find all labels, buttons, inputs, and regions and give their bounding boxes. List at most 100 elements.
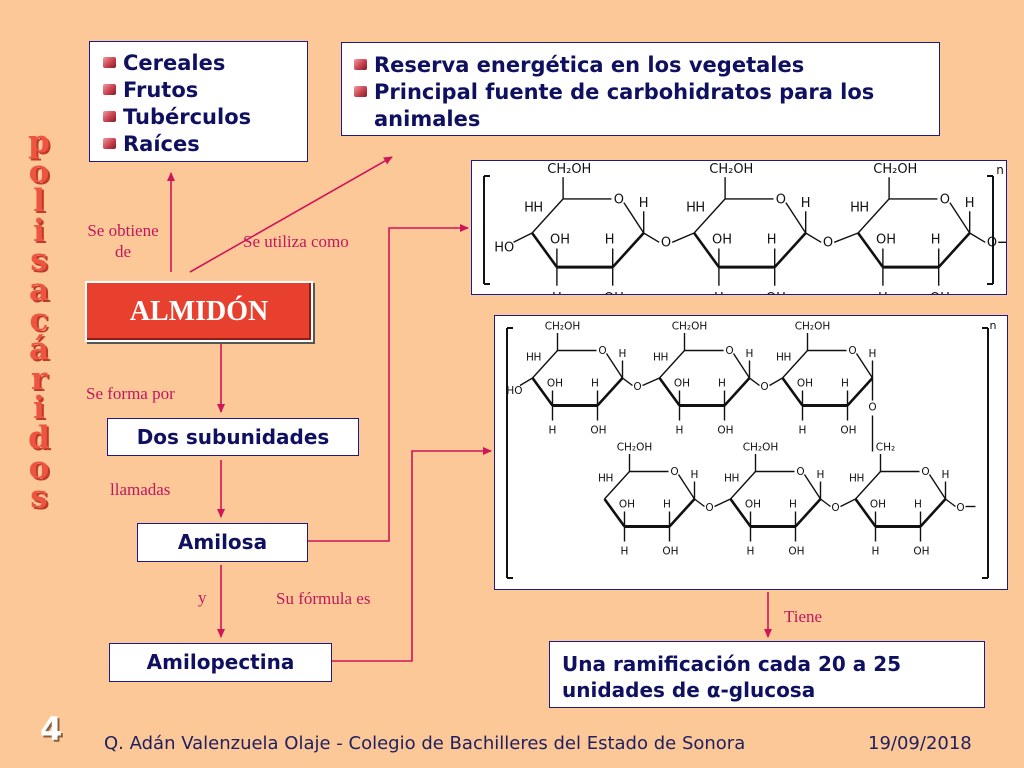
- vertical-title-letter: c: [29, 301, 49, 338]
- bond-line: [714, 498, 731, 508]
- label-se-forma: Se forma por: [86, 384, 175, 403]
- bond-line: [854, 471, 882, 500]
- bond-line: [605, 353, 624, 379]
- bond-line: [805, 232, 822, 243]
- hydrogen-label: H: [605, 233, 615, 248]
- hydrogen-label: H: [869, 348, 877, 360]
- ch2oh-label: CH₂OH: [873, 162, 917, 177]
- hydrogen-label: H: [859, 200, 869, 215]
- hydroxyl-label: OH: [797, 378, 813, 390]
- bond-line: [643, 232, 660, 243]
- ch2oh-label: CH₂OH: [709, 162, 753, 177]
- bullet-icon: [103, 84, 116, 95]
- use-item: Reserva energética en los vegetales: [354, 52, 939, 79]
- hydrogen-label: H: [872, 546, 880, 558]
- hydrogen-label: H: [849, 473, 857, 485]
- hydrogen-label: H: [691, 469, 699, 481]
- hydrogen-label: H: [850, 200, 860, 215]
- ring-oxygen: O: [776, 192, 786, 207]
- bond-line: [781, 350, 809, 379]
- hydrogen-label: H: [724, 473, 732, 485]
- ch2oh-label: CH₂OH: [795, 321, 831, 333]
- vertical-title-letter: i: [33, 212, 45, 249]
- bond-line: [603, 471, 631, 500]
- bond-line: [729, 471, 757, 500]
- hydroxyl-label: OH: [619, 499, 635, 511]
- uses-box: Reserva energética en los vegetales Prin…: [341, 42, 940, 136]
- source-item: Tubérculos: [103, 104, 307, 131]
- hydrogen-label: H: [552, 291, 562, 294]
- almidon-box: ALMIDÓN: [85, 281, 313, 342]
- source-item: Cereales: [103, 50, 307, 77]
- hydrogen-label: H: [598, 473, 606, 485]
- vertical-title-letter: s: [30, 242, 48, 279]
- bond-line: [723, 377, 751, 407]
- footer-author: Q. Adán Valenzuela Olaje - Colegio de Ba…: [104, 733, 746, 754]
- bond-line: [833, 232, 859, 243]
- vertical-title-letter: á: [28, 331, 50, 368]
- use-item-continuation: animales: [374, 107, 481, 131]
- ring-oxygen: O: [725, 345, 733, 357]
- bullet-icon: [103, 111, 116, 122]
- bond-line: [928, 474, 947, 500]
- hydrogen-label: H: [533, 200, 543, 215]
- hydrogen-label: H: [686, 200, 696, 215]
- hydroxyl-label: OH: [550, 233, 570, 248]
- bullet-icon: [354, 86, 367, 97]
- bond-line: [854, 498, 877, 528]
- amilosa-structure: nOCH₂OHHHHOHHHOHHOOOCH₂OHHHHOHHHOHOOCH₂O…: [483, 162, 1014, 306]
- bond-line: [693, 198, 726, 234]
- hydrogen-label: H: [857, 473, 865, 485]
- label-se-utiliza: Se utiliza como: [243, 232, 349, 251]
- hydroxyl-label: OH: [840, 425, 856, 437]
- hydrogen-label: H: [621, 546, 629, 558]
- hydroxyl-label: OH: [662, 546, 678, 558]
- glycosidic-oxygen: O: [956, 502, 964, 514]
- hydroxyl-label: OH: [745, 499, 761, 511]
- arrow-amilosa-formula: [308, 224, 469, 542]
- repeat-n-label: n: [996, 163, 1004, 177]
- hydroxyl-label: OH: [547, 378, 563, 390]
- bond-line: [803, 474, 822, 500]
- ch2oh-label: CH₂OH: [743, 442, 779, 454]
- hydrogen-label: H: [767, 233, 777, 248]
- bond-line: [945, 498, 956, 508]
- hydrogen-label: H: [661, 352, 669, 364]
- hydrogen-label: H: [799, 425, 807, 437]
- label-formula: Su fórmula es: [276, 589, 371, 608]
- hydrogen-label: H: [789, 499, 797, 511]
- bond-line: [769, 377, 783, 387]
- bond-line: [671, 232, 695, 243]
- vertical-title-letter: s: [30, 479, 48, 516]
- bond-line: [519, 377, 533, 387]
- hydrogen-label: H: [747, 546, 755, 558]
- hydroxyl-label: OH: [712, 233, 732, 248]
- hydrogen-label: H: [732, 473, 740, 485]
- bond-line: [855, 353, 874, 379]
- hydroxyl-label: OH: [604, 291, 624, 294]
- bond-line: [732, 353, 751, 379]
- hydrogen-label: H: [841, 378, 849, 390]
- bond-line: [677, 474, 696, 500]
- hydrogen-label: H: [931, 233, 941, 248]
- hydrogen-label: H: [524, 200, 534, 215]
- hydroxyl-label: OH: [717, 425, 733, 437]
- ring-oxygen: O: [598, 345, 606, 357]
- ch2oh-label: CH₂OH: [672, 321, 708, 333]
- hydrogen-label: H: [526, 352, 534, 364]
- hydroxyl-label: OH: [870, 499, 886, 511]
- bond-line: [729, 498, 752, 528]
- bond-line: [694, 498, 705, 508]
- bond-line: [531, 377, 554, 407]
- hydrogen-label: H: [801, 196, 811, 211]
- hydroxyl-label: OH: [674, 378, 690, 390]
- bond-line: [531, 350, 559, 379]
- bond-line: [642, 377, 660, 387]
- bond-line: [531, 198, 564, 234]
- label-tiene: Tiene: [784, 607, 823, 626]
- hydrogen-label: H: [591, 378, 599, 390]
- glycosidic-oxygen: O: [831, 502, 839, 514]
- arrow-to-uses: [189, 156, 393, 273]
